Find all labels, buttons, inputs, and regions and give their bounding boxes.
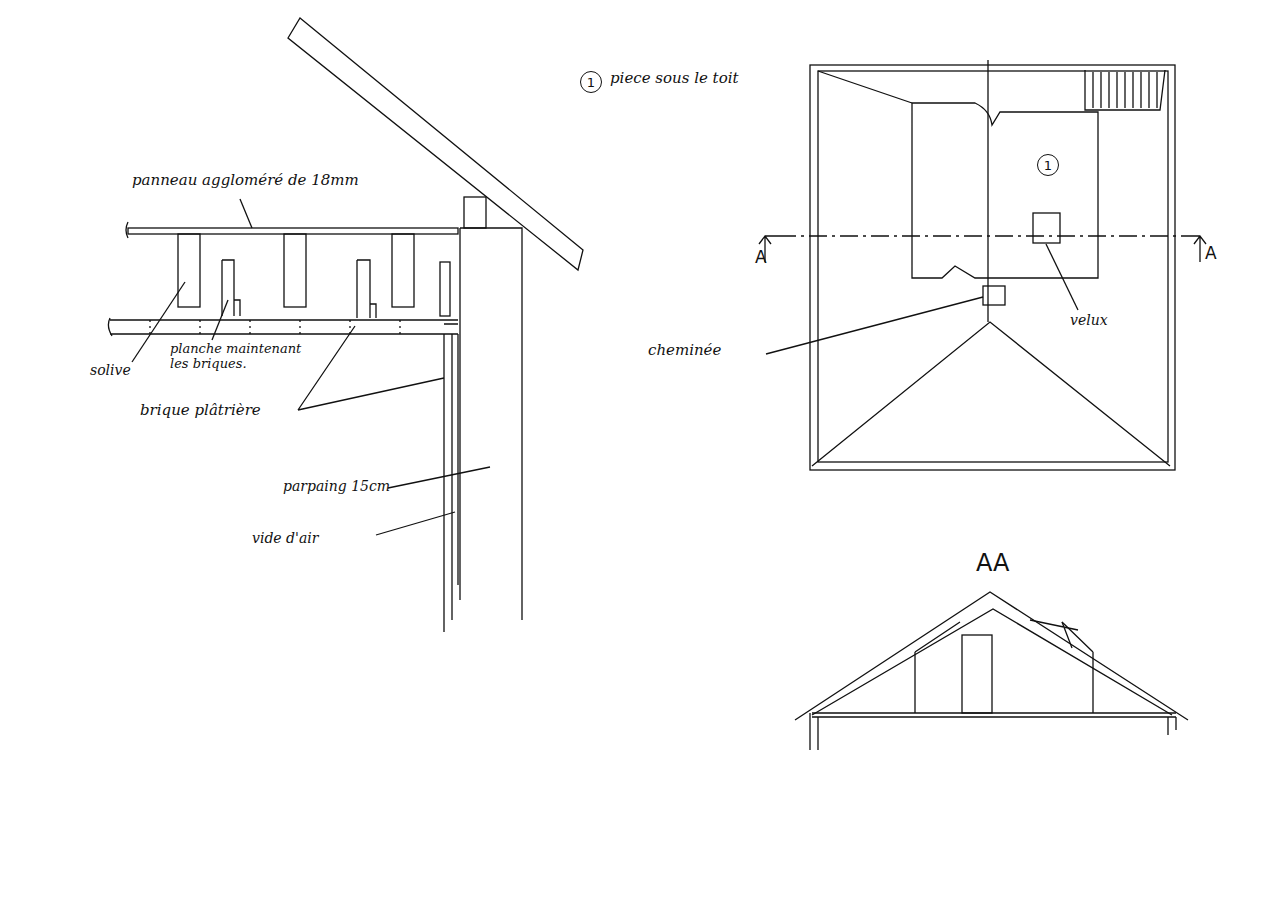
wall-plate [464, 197, 486, 228]
annotation: planche maintenant les briques. [170, 342, 320, 372]
section-window [1030, 620, 1078, 648]
section-mark: A [755, 248, 767, 268]
block-wall [460, 228, 522, 620]
brick-layer [108, 318, 458, 336]
joist [392, 234, 414, 307]
section-line [778, 235, 1188, 236]
section-mark: A [1205, 244, 1217, 264]
leader-line [376, 512, 455, 535]
section-roof [795, 592, 1188, 720]
joist [178, 234, 200, 307]
callout-circle: 1 [1037, 154, 1059, 176]
leader-line [388, 467, 490, 488]
annotation: piece sous le toit [610, 70, 739, 87]
section-arrow [1188, 236, 1206, 262]
annotation: solive [90, 362, 131, 378]
brick-joints [150, 320, 400, 334]
room-outline [912, 103, 1098, 278]
board [357, 260, 376, 318]
roof-ridge [812, 60, 1170, 466]
chipboard-panel [128, 228, 458, 234]
annotation: velux [1070, 312, 1108, 328]
plan-outline [818, 71, 1168, 462]
stair-treads [1093, 72, 1157, 108]
stairs [1085, 70, 1165, 110]
leader-line [1046, 244, 1078, 310]
brick-lining [444, 324, 458, 632]
section-roof [812, 609, 1172, 715]
roof-slope [288, 18, 583, 270]
plan-outline [810, 65, 1175, 470]
section-wall [810, 713, 1176, 750]
callout-circle: 1 [580, 71, 602, 93]
joist [284, 234, 306, 307]
annotation: panneau aggloméré de 18mm [132, 172, 359, 189]
roof-window [1033, 213, 1060, 243]
annotation: vide d'air [252, 530, 318, 546]
annotation: parpaing 15cm [283, 478, 390, 494]
section-floor [812, 713, 1176, 717]
section-mark: AA [976, 550, 1010, 578]
hip-line [818, 71, 912, 103]
callout-number: 1 [1044, 159, 1052, 172]
annotation: brique plâtrière [140, 402, 261, 419]
callout-number: 1 [587, 76, 595, 89]
door [962, 635, 992, 713]
leader-line [766, 297, 983, 354]
section-room [915, 622, 1093, 713]
break-mark [126, 222, 128, 238]
chimney [983, 286, 1005, 305]
leader-line [298, 326, 444, 410]
annotation: cheminée [648, 342, 721, 359]
leader-line [212, 300, 228, 340]
leader-line [240, 199, 252, 228]
board [440, 262, 450, 316]
